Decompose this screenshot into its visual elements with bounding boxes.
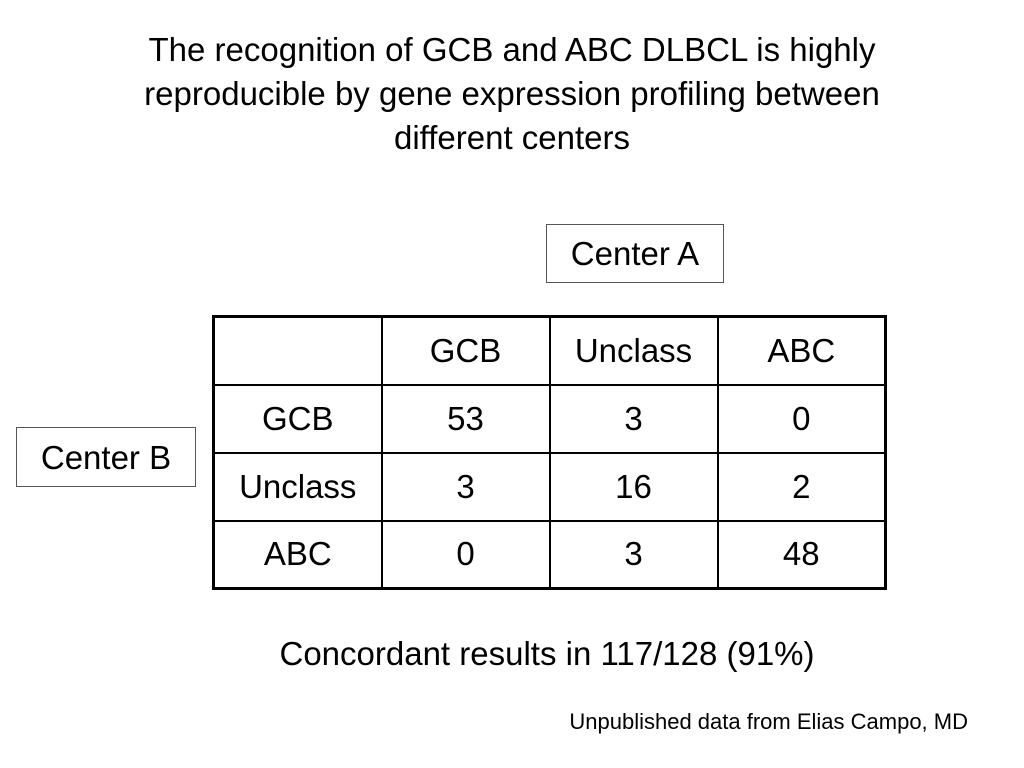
table-cell: 0: [716, 383, 887, 454]
table-row: GCB 53 3 0: [212, 383, 887, 454]
table-header-cell: GCB: [380, 315, 551, 386]
table-row-header: ABC: [212, 519, 383, 590]
center-b-label: Center B: [16, 427, 196, 487]
table-cell: 3: [548, 383, 719, 454]
table-header-cell: Unclass: [548, 315, 719, 386]
table-cell: 16: [548, 451, 719, 522]
table-row: Unclass 3 16 2: [212, 451, 887, 522]
table-header-cell: [212, 315, 383, 386]
slide-title: The recognition of GCB and ABC DLBCL is …: [40, 28, 984, 160]
table-row: ABC 0 3 48: [212, 519, 887, 590]
table-cell: 2: [716, 451, 887, 522]
table-cell: 3: [380, 451, 551, 522]
table-header-cell: ABC: [716, 315, 887, 386]
title-line: The recognition of GCB and ABC DLBCL is …: [148, 31, 876, 68]
table-cell: 3: [548, 519, 719, 590]
concordance-table: GCB Unclass ABC GCB 53 3 0 Unclass 3 16 …: [212, 315, 887, 590]
table-header-row: GCB Unclass ABC: [212, 315, 887, 386]
title-line: different centers: [393, 119, 631, 156]
table-row-header: GCB: [212, 383, 383, 454]
center-a-label: Center A: [546, 224, 724, 283]
concordance-summary: Concordant results in 117/128 (91%): [279, 635, 815, 672]
table-cell: 0: [380, 519, 551, 590]
table-cell: 48: [716, 519, 887, 590]
table-row-header: Unclass: [212, 451, 383, 522]
title-line: reproducible by gene expression profilin…: [144, 75, 880, 112]
data-credit: Unpublished data from Elias Campo, MD: [569, 709, 968, 734]
table-cell: 53: [380, 383, 551, 454]
